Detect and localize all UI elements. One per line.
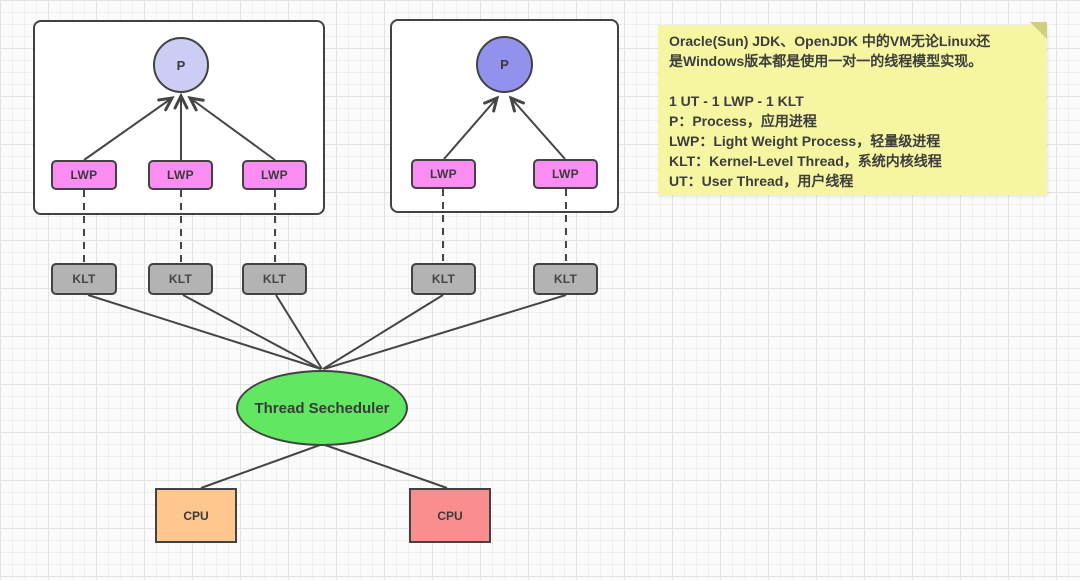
connector-klt4-scheduler [322,294,444,370]
connector-scheduler-cpu-left [200,444,321,489]
sticky-note: Oracle(Sun) JDK、OpenJDK 中的VM无论Linux还 是Wi… [658,22,1047,195]
klt-node-5: KLT [533,263,598,295]
note-line: UT：User Thread，用户线程 [669,173,854,189]
sticky-note-fold-corner [1030,22,1047,39]
klt-node-3: KLT [242,263,307,295]
note-line: LWP：Light Weight Process，轻量级进程 [669,133,941,149]
note-line: KLT：Kernel-Level Thread，系统内核线程 [669,153,942,169]
thread-scheduler-node: Thread Secheduler [236,370,408,446]
note-line: P：Process，应用进程 [669,113,817,129]
klt-node-2: KLT [148,263,213,295]
process-node-right: P [476,36,533,93]
note-line: 1 UT - 1 LWP - 1 KLT [669,93,804,109]
connector-klt5-scheduler [323,294,567,370]
lwp-node-3: LWP [242,160,307,190]
note-line: Oracle(Sun) JDK、OpenJDK 中的VM无论Linux还 [669,33,991,49]
klt-node-1: KLT [51,263,117,295]
lwp-node-1: LWP [51,160,117,190]
lwp-node-2: LWP [148,160,213,190]
connector-klt1-scheduler [87,294,322,370]
connector-klt3-scheduler [275,294,323,370]
lwp-node-5: LWP [533,159,598,189]
cpu-node-right: CPU [409,488,491,543]
cpu-node-left: CPU [155,488,237,543]
klt-node-4: KLT [411,263,476,295]
lwp-node-4: LWP [411,159,476,189]
note-line [669,71,1047,91]
connector-klt2-scheduler [182,294,322,370]
process-node-left: P [153,37,209,93]
connector-scheduler-cpu-right [324,444,448,489]
note-line: 是Windows版本都是使用一对一的线程模型实现。 [669,53,983,69]
